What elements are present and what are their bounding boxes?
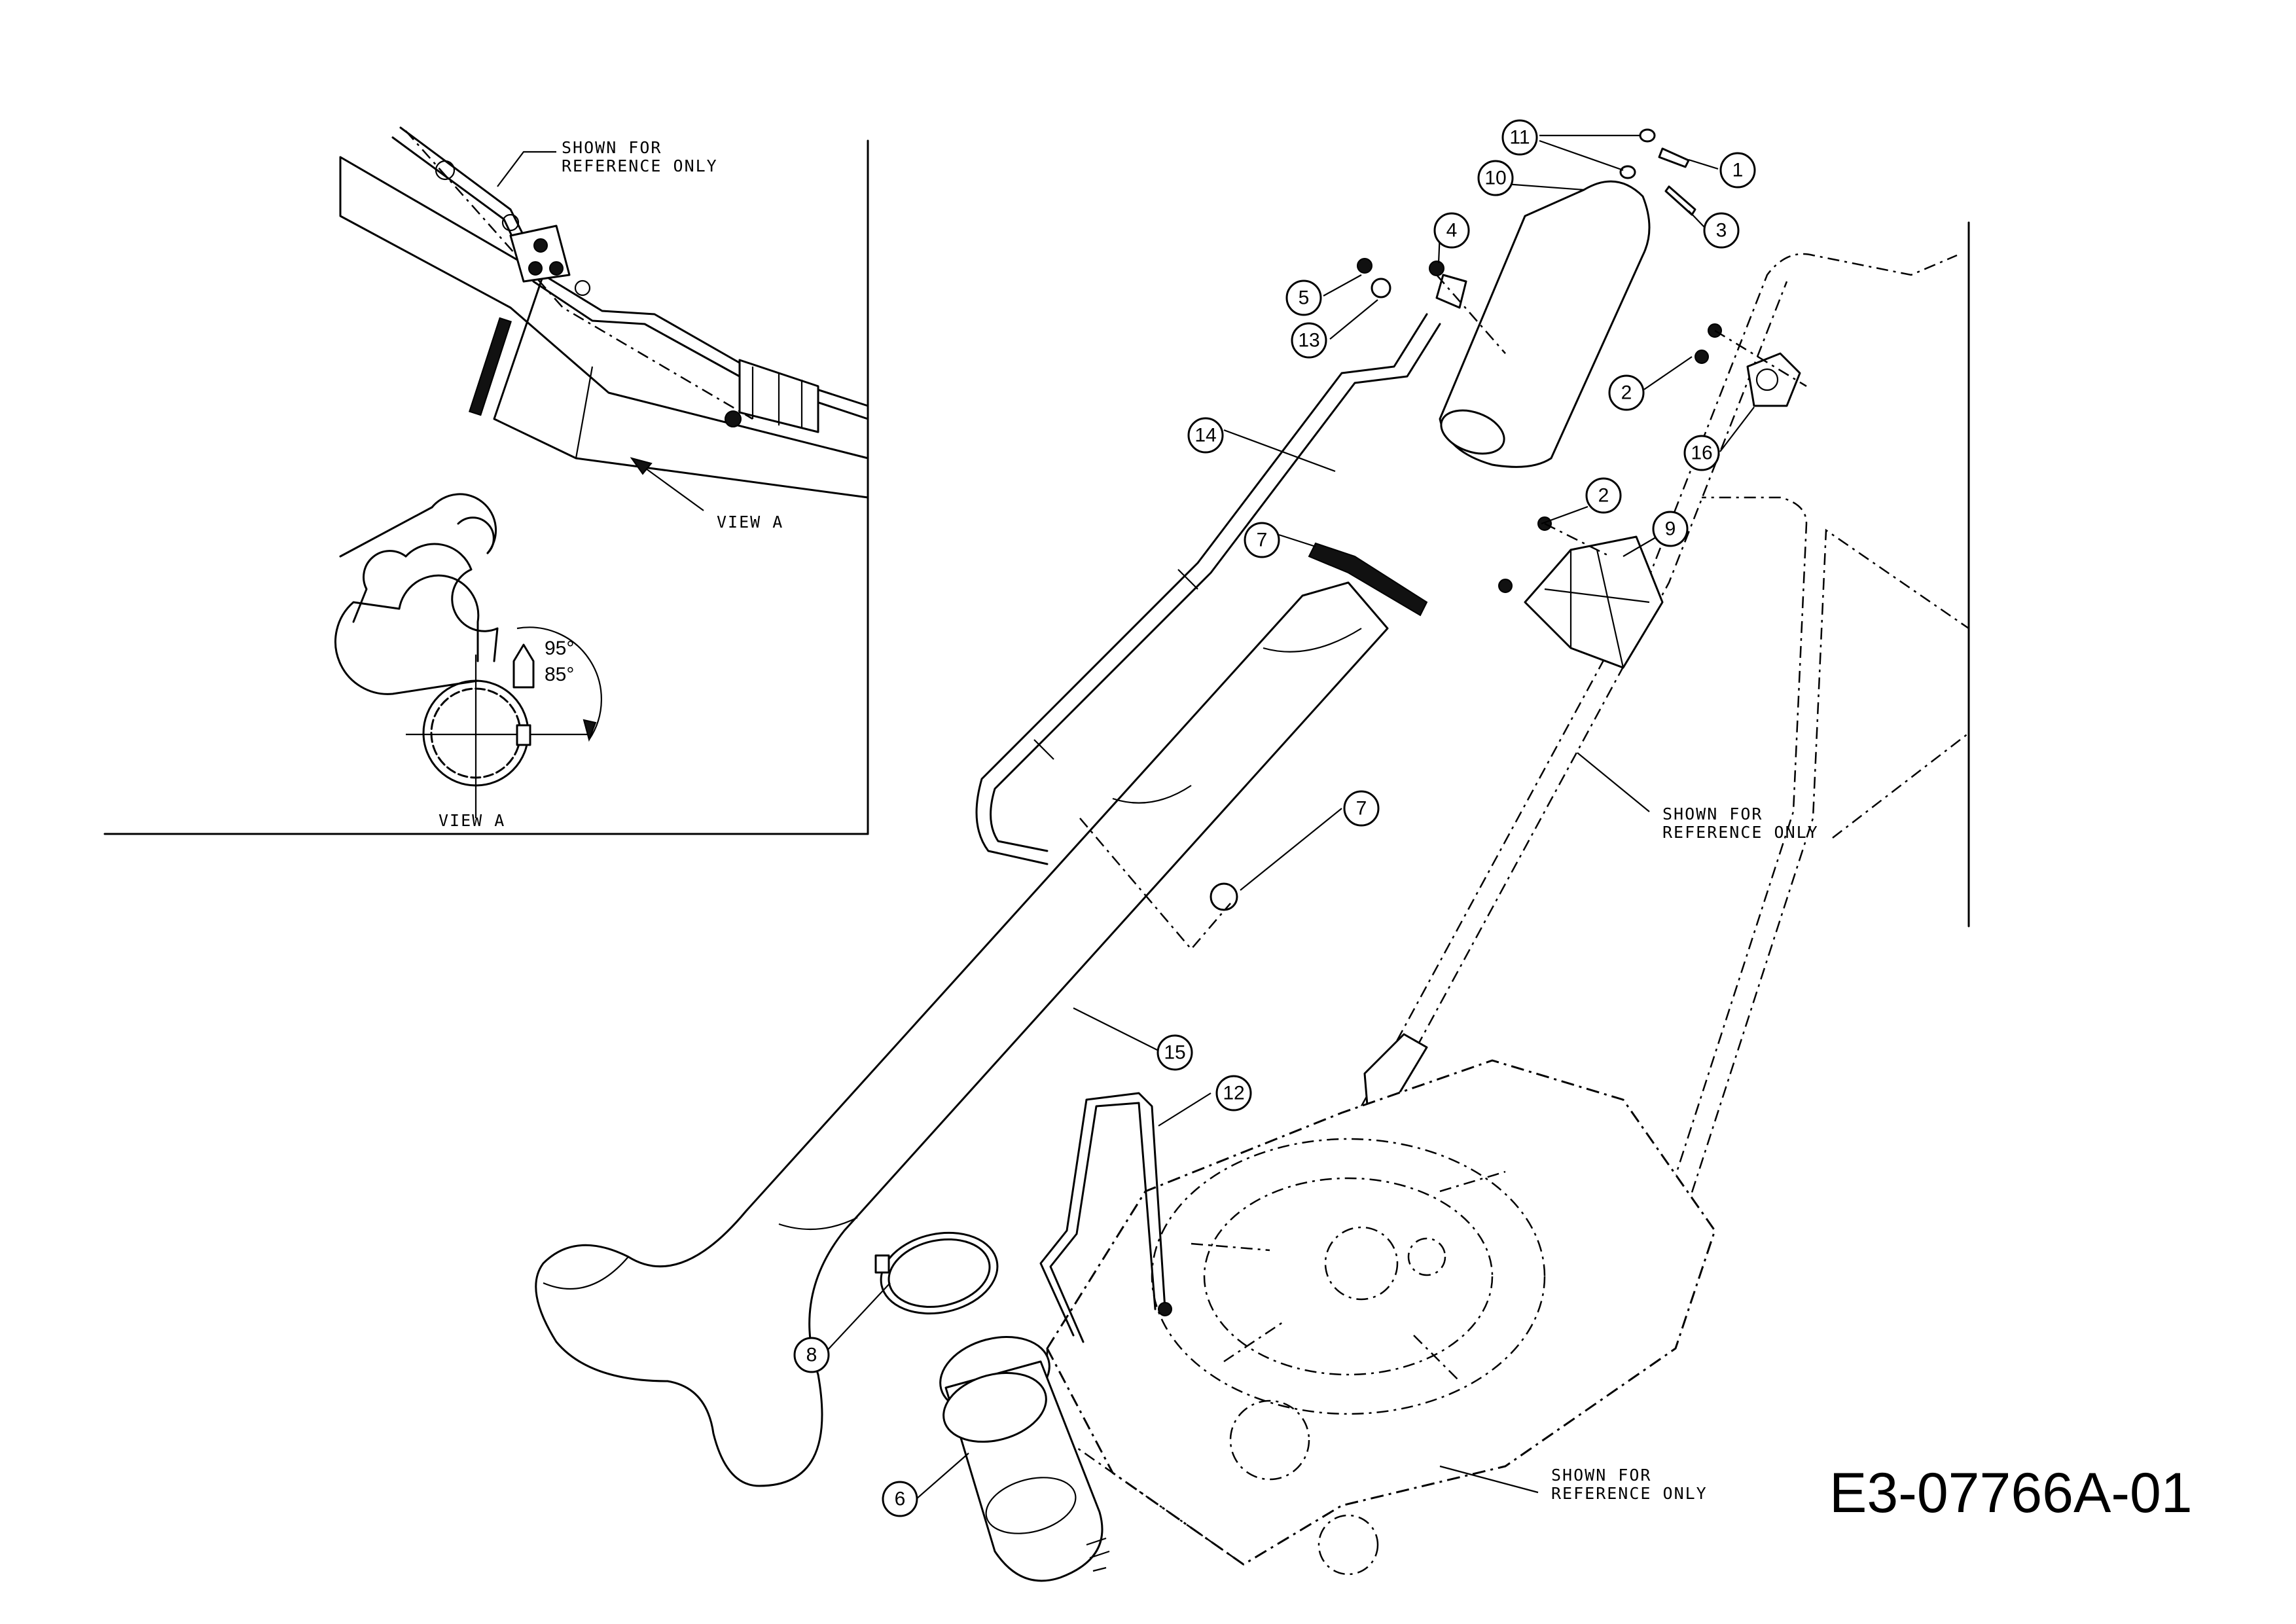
callout-10: 10 [1477,160,1514,196]
svg-text:15: 15 [1164,1042,1185,1064]
callout-2-upper: 2 [1608,374,1645,411]
svg-text:4: 4 [1446,220,1458,242]
svg-text:9: 9 [1665,518,1676,540]
svg-text:16: 16 [1691,442,1712,464]
deck-reference-note: SHOWN FOR REFERENCE ONLY [1551,1466,1708,1503]
svg-text:7: 7 [1257,530,1268,551]
inset-reference-line-2: REFERENCE ONLY [562,156,718,175]
handle-reference-note: SHOWN FOR REFERENCE ONLY [1662,804,1819,842]
svg-text:1: 1 [1732,160,1744,181]
svg-text:7: 7 [1356,798,1367,820]
callout-7-lower: 8 [793,1337,830,1373]
callout-3: 3 [1703,212,1740,249]
svg-text:2: 2 [1598,485,1609,507]
deck-reference-line-1: SHOWN FOR [1551,1466,1651,1485]
callout-5: 5 [1285,280,1322,316]
inset-view-a: SHOWN FOR REFERENCE ONLY VIEW A 95° 85° … [103,126,869,835]
part-7-clamp-ring-upper [1308,542,1428,617]
callout-12: 12 [1215,1075,1252,1111]
view-a-detail-label: VIEW A [439,811,505,830]
part-14-handle-rod [975,313,1441,865]
part-9-nozzle [939,1335,1110,1582]
handle-reference-line-2: REFERENCE ONLY [1662,823,1819,842]
svg-text:2: 2 [1621,382,1632,404]
angle-lower: 85° [545,664,574,685]
callout-11: 11 [1501,119,1538,156]
part-16-clamp [1746,352,1801,407]
callout-2-lower: 2 [1585,477,1622,514]
document-id: E3-07766A-01 [1829,1462,2193,1525]
callout-7-upper: 7 [1244,522,1280,558]
part-7-clamp-ring-lower [874,1231,999,1315]
handle-reference-line-1: SHOWN FOR [1662,804,1763,823]
svg-text:3: 3 [1716,220,1727,242]
inset-reference-note: SHOWN FOR REFERENCE ONLY [562,138,718,175]
angle-upper: 95° [545,638,574,659]
callout-13: 13 [1291,322,1327,359]
callout-9: 6 [882,1481,918,1517]
callout-1: 1 [1719,152,1756,189]
svg-text:13: 13 [1298,330,1319,352]
svg-text:6: 6 [895,1489,906,1510]
part-6-knob [1079,818,1238,950]
callout-4: 4 [1433,212,1470,249]
callout-15: 15 [1157,1034,1193,1071]
view-a-arrow-label: VIEW A [717,513,783,532]
fasteners [1357,128,1807,593]
svg-text:8: 8 [806,1344,817,1366]
deck-reference-line-2: REFERENCE ONLY [1551,1484,1708,1503]
svg-text:14: 14 [1194,425,1216,446]
part-12-strap [1039,1092,1172,1343]
callout-16: 16 [1683,435,1720,471]
svg-text:12: 12 [1223,1083,1244,1104]
blower-deck-reference: SHOWN FOR REFERENCE ONLY [1046,1059,1716,1576]
svg-text:5: 5 [1299,287,1310,309]
svg-text:10: 10 [1484,168,1506,189]
part-10-tube-cover [1439,180,1651,468]
callout-8: 9 [1652,511,1689,547]
callout-6: 7 [1343,790,1380,827]
inset-reference-line-1: SHOWN FOR [562,138,662,157]
svg-text:11: 11 [1509,127,1530,149]
callout-14: 14 [1187,417,1224,454]
part-8-bracket [1524,535,1664,669]
part-15-blower-tube [535,581,1389,1487]
